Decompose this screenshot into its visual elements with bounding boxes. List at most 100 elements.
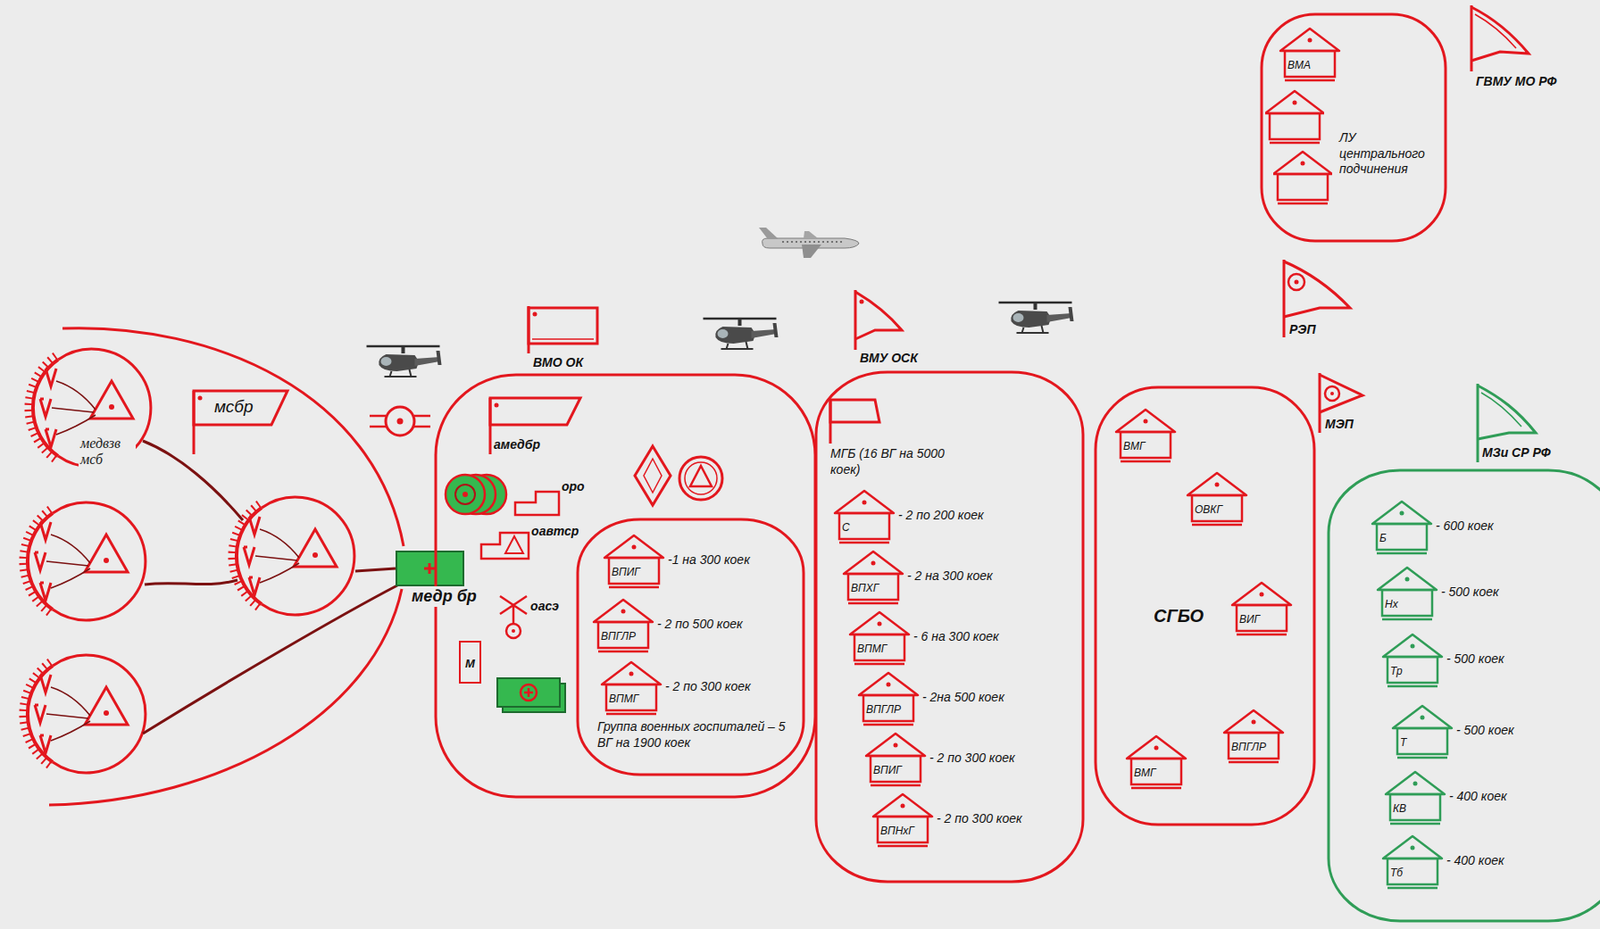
hospital-icon: Т - 500 коек [1392,704,1515,760]
house-body [1228,733,1279,759]
text-holder: СГБО [1153,605,1204,628]
house-base [877,845,928,849]
label-text: - 2 по 500 коек [657,616,743,634]
text-holder: ВМО ОК [533,354,584,372]
region-border [1328,470,1600,922]
label-text: ГВМУ МО РФ [1475,74,1557,91]
house-svg [1116,408,1175,464]
text-holder: МЭП [1325,416,1354,434]
label-text: ВМУ ОСК [859,350,918,367]
text-holder: ВИГ [1239,610,1260,627]
region-outline-svg [433,373,817,800]
hospital-icon: ОВКГ [1187,471,1247,527]
roof [866,733,925,757]
region-outline-svg [1259,12,1448,243]
roof [858,673,918,696]
hospital-icon: ВПИГ- 2 по 300 коек [866,732,1016,788]
house-body [1376,524,1427,550]
hospital-icon: ВПНхГ- 2 по 300 коек [873,792,1023,849]
dot [1215,483,1220,488]
text-holder: Т [1400,733,1407,750]
hospital-icon: ВПХГ- 2 на 300 коек [843,550,993,606]
roof [1126,736,1186,759]
house-base [1131,787,1182,791]
house-base [1387,685,1438,689]
dot [533,312,538,317]
dot [877,622,883,627]
label-text: М [465,657,475,672]
label-text: Б [1379,532,1387,546]
label-text: ВМО ОК [533,355,584,372]
text-holder: ВПНхГ [880,822,915,839]
roof [1377,567,1437,591]
label-text: - 2 по 300 коек [665,679,751,696]
helicopter [999,302,1075,334]
region-outline: ВМУ ОСКМГБ (16 ВГ на 5000 коек)С- 2 по 2… [814,370,1085,884]
hospital-icon: ВПМГ- 2 по 300 коек [601,660,751,717]
label-text: - 500 коек [1456,723,1515,740]
text-holder: оасэ [530,598,559,616]
label-text: - 6 на 300 коек [913,629,1000,646]
house-svg [850,610,909,667]
roof [1224,710,1284,734]
dot [1294,280,1300,285]
triangle [690,466,712,487]
dot [1308,38,1313,43]
text-holder: - 2 на 300 коек [907,567,993,585]
platoon-area [23,655,146,774]
roof [1383,634,1442,658]
house-svg [1280,26,1340,83]
label-text: Группа военных госпиталей – 5 ВГ на 1900… [597,719,790,751]
diamond-symbol [634,446,671,506]
bars [369,416,431,427]
label-text: оасэ [530,599,559,616]
flag-line [1481,392,1522,427]
text-holder: МЗи СР РФ [1482,444,1551,462]
hospital-icon: Тб- 400 коек [1383,834,1505,891]
house-base [848,602,899,606]
text-holder: МГБ (16 ВГ на 5000 коек) [830,446,965,478]
house-svg [1232,581,1292,637]
house-base [1284,79,1335,83]
label-text: МЗи СР РФ [1482,445,1551,462]
label-text: ВМА [1287,58,1311,73]
rotor-cross [500,596,527,625]
label-text: КВ [1392,802,1407,817]
flag-cloth [193,391,288,425]
text-holder: РЭП [1289,321,1316,339]
text-holder: ВПГЛР [1231,738,1267,755]
roof [1187,473,1247,496]
roof [834,491,894,514]
roof [1385,772,1445,795]
ring [1288,274,1305,291]
text-holder: - 500 коек [1446,650,1505,668]
region-outline: СГБОВМГОВКГВИГВПГЛРВМГ [1093,385,1317,827]
ring [684,462,717,495]
dot [1420,716,1425,721]
label-text: ВПМГ [857,642,887,657]
house-body [1120,432,1171,459]
house-base [870,784,921,788]
hospital-icon: ВИГ [1232,581,1292,637]
region-outline: Группа военных госпиталей – 5 ВГ на 1900… [575,517,806,777]
label-text: Нх [1384,598,1399,612]
roof [1372,501,1432,525]
house-svg [843,550,903,606]
flag-cloth [830,400,880,423]
vmu-flag [855,290,902,350]
box [396,551,464,586]
mep-flag [1319,373,1363,434]
roof [1232,583,1292,606]
label-text: - 2 на 300 коек [907,568,993,585]
label-text: Тб [1390,866,1403,881]
house-svg [1377,566,1437,622]
evac-route [142,441,398,734]
text-holder: ВМА [1287,56,1311,73]
text-holder: ВПМГ [857,640,887,657]
dot [629,672,634,677]
unit-box: М [458,641,482,684]
house-svg [1392,704,1452,760]
house-svg [604,533,664,590]
medical-unit-box: медр бр [395,550,483,610]
text-holder: ВМУ ОСК [859,350,918,367]
